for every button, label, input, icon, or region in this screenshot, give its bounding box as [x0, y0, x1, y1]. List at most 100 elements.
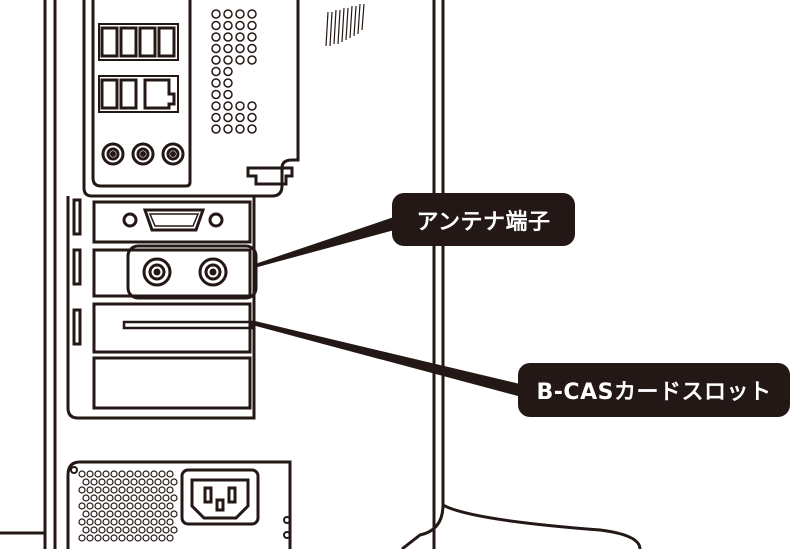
psu-vent-hole — [94, 518, 102, 526]
vent-hole — [247, 124, 257, 134]
vent-hole — [211, 32, 221, 42]
psu-vent-hole — [82, 494, 90, 502]
antenna-highlight-frame — [126, 244, 258, 300]
psu-vent-hole — [130, 510, 138, 518]
psu-vent-hole — [106, 510, 114, 518]
vent-hole — [247, 112, 257, 123]
psu-vent-hole — [114, 526, 122, 534]
power-inlet-icon — [190, 478, 250, 520]
psu-vent-hole — [90, 510, 98, 518]
vent-hole — [211, 9, 221, 19]
psu-vent-hole — [86, 486, 94, 494]
usb-port-icon — [98, 23, 179, 61]
slot-tab — [72, 198, 82, 236]
psu-vent-hole — [146, 478, 154, 486]
psu-vent-hole — [130, 478, 138, 486]
psu-vent-hole — [102, 470, 110, 478]
vent-hole — [211, 66, 221, 77]
bcas-leader — [252, 321, 520, 396]
vent-hole — [235, 55, 245, 65]
psu-vent-hole — [166, 470, 174, 478]
vent-hole — [211, 89, 221, 100]
psu-vent-hole — [138, 510, 146, 518]
psu-vent-hole — [126, 518, 134, 526]
vent-hole — [211, 55, 221, 65]
psu-vent-hole — [110, 518, 118, 526]
psu-vent-hole — [150, 502, 158, 510]
vent-hole — [211, 101, 221, 111]
vent-hole — [211, 124, 221, 134]
psu-vent-hole — [106, 478, 114, 486]
psu-vent-hole — [154, 478, 162, 486]
psu-vent-hole — [118, 470, 126, 478]
psu-vent-hole — [78, 518, 86, 526]
psu-vent-hole — [122, 510, 130, 518]
psu-vent-hole — [122, 494, 130, 502]
psu-vent-hole — [82, 510, 90, 518]
psu-vent-hole — [162, 494, 170, 502]
psu-vent-hole — [154, 494, 162, 502]
slot-cover-tv — [92, 248, 252, 298]
psu-vent-holes — [78, 470, 178, 542]
vent-hole — [235, 124, 245, 134]
vent-hole — [223, 32, 233, 42]
vent-hole — [223, 89, 233, 100]
psu-vent-hole — [138, 478, 146, 486]
vent-holes — [211, 9, 257, 134]
psu-vent-hole — [122, 478, 130, 486]
vent-hole — [247, 55, 257, 65]
psu-vent-hole — [170, 510, 178, 518]
psu-vent-hole — [130, 526, 138, 534]
psu-vent-hole — [102, 502, 110, 510]
psu-vent-hole — [82, 526, 90, 534]
stand-base — [442, 503, 642, 549]
screw-hole — [70, 466, 78, 474]
psu-vent-hole — [158, 486, 166, 494]
vent-hole — [211, 20, 221, 31]
psu-vent-hole — [134, 502, 142, 510]
slot-cover-blank — [92, 356, 252, 410]
vent-hole — [247, 43, 257, 54]
slot-cover-vga — [92, 200, 252, 244]
psu-vent-hole — [146, 526, 154, 534]
psu-vent-hole — [162, 526, 170, 534]
slot-tab — [72, 248, 82, 286]
psu-vent-hole — [170, 478, 178, 486]
psu-vent-hole — [122, 526, 130, 534]
psu-vent-hole — [78, 486, 86, 494]
psu-vent-hole — [94, 486, 102, 494]
bcas-card-slot — [122, 320, 254, 330]
psu-vent-hole — [130, 494, 138, 502]
psu-vent-hole — [170, 494, 178, 502]
screw-hole — [283, 531, 291, 539]
psu-vent-hole — [102, 486, 110, 494]
vent-hole — [211, 43, 221, 54]
psu-vent-hole — [158, 470, 166, 478]
psu-vent-hole — [154, 510, 162, 518]
vent-hole — [247, 32, 257, 42]
psu-vent-hole — [78, 534, 86, 542]
psu-vent-hole — [114, 494, 122, 502]
vent-hole — [223, 112, 233, 123]
psu-vent-hole — [142, 534, 150, 542]
psu-vent-hole — [126, 502, 134, 510]
antenna-leader — [254, 215, 402, 268]
psu-vent-hole — [118, 486, 126, 494]
psu-vent-hole — [126, 486, 134, 494]
vent-hole — [223, 78, 233, 88]
psu-vent-hole — [78, 502, 86, 510]
psu-vent-hole — [118, 502, 126, 510]
psu-vent-hole — [118, 518, 126, 526]
slot-tab — [72, 308, 82, 346]
psu-vent-hole — [110, 486, 118, 494]
vent-hole — [223, 20, 233, 31]
psu-vent-hole — [150, 534, 158, 542]
power-supply — [66, 460, 292, 549]
vent-hole — [211, 78, 221, 88]
psu-vent-hole — [138, 526, 146, 534]
psu-vent-hole — [162, 478, 170, 486]
vent-hole — [235, 9, 245, 19]
psu-vent-hole — [82, 478, 90, 486]
io-shield — [91, 0, 192, 188]
psu-vent-hole — [106, 494, 114, 502]
